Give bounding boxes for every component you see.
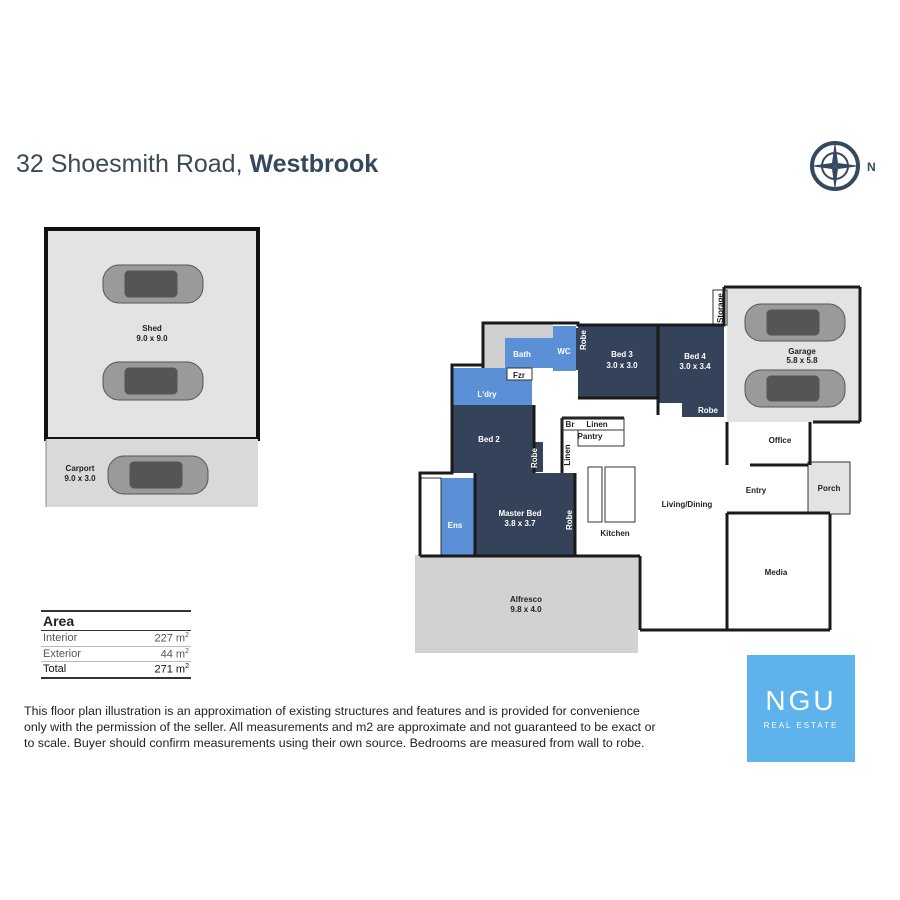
master-bed-label: Master Bed <box>498 509 541 518</box>
fzr-label: Fzr <box>513 371 525 380</box>
wc-room <box>553 326 576 371</box>
media-label: Media <box>765 568 788 577</box>
garage-label: Garage <box>788 347 816 356</box>
car-icon <box>744 369 846 408</box>
ens-label: Ens <box>448 521 463 530</box>
agency-logo: NGU REAL ESTATE <box>747 655 855 762</box>
car-icon <box>744 303 846 342</box>
br-label: Br <box>566 420 575 429</box>
area-row-label: Total <box>43 663 67 676</box>
robe-master <box>562 490 576 555</box>
ens-room <box>441 478 475 556</box>
internal-lines <box>561 417 636 523</box>
robe-bed4 <box>682 403 724 417</box>
compass-north-label: N <box>867 160 876 174</box>
bed2-label: Bed 2 <box>478 435 500 444</box>
bed3-room <box>578 325 658 398</box>
carport-label: Carport <box>66 464 95 473</box>
disclaimer-text: This floor plan illustration is an appro… <box>24 704 656 750</box>
garage-size: 5.8 x 5.8 <box>786 356 818 365</box>
entry-label: Entry <box>746 486 767 495</box>
linen-side-label: Linen <box>563 444 572 465</box>
robe-master-label: Robe <box>565 509 574 530</box>
alfresco-label: Alfresco <box>510 595 542 604</box>
robe-wc <box>576 328 590 370</box>
bed3-label: Bed 3 <box>611 350 633 359</box>
porch-area <box>807 461 851 515</box>
logo-tagline: REAL ESTATE <box>763 721 839 730</box>
robe-wc-label: Robe <box>579 329 588 350</box>
shed-size: 9.0 x 9.0 <box>136 334 168 343</box>
area-row-exterior: Exterior 44 m2 <box>41 647 191 663</box>
bed4-room <box>658 325 724 403</box>
area-row-label: Exterior <box>43 647 81 660</box>
robe-bed4-label: Robe <box>698 406 719 415</box>
robe-bed2-label: Robe <box>530 447 539 468</box>
living-label: Living/Dining <box>662 500 713 509</box>
master-bed-room <box>475 473 575 555</box>
area-row-total: Total 271 m2 <box>41 662 191 679</box>
alfresco-size: 9.8 x 4.0 <box>510 605 542 614</box>
bed4-size: 3.0 x 3.4 <box>679 362 711 371</box>
bath-tile <box>505 338 553 368</box>
address-suburb: Westbrook <box>249 150 379 178</box>
area-row-value: 227 m2 <box>154 632 190 645</box>
car-icon <box>107 455 209 495</box>
bed4-label: Bed 4 <box>684 352 706 361</box>
area-row-interior: Interior 227 m2 <box>41 631 191 647</box>
car-icon <box>102 361 204 401</box>
property-address: 32 Shoesmith Road, Westbrook <box>16 150 378 179</box>
bed2-room <box>452 405 534 473</box>
laundry-label: L'dry <box>477 390 497 399</box>
shed-area <box>44 227 260 441</box>
porch-label: Porch <box>818 484 841 493</box>
pantry-label: Pantry <box>578 432 603 441</box>
fzr-area <box>506 367 533 381</box>
office-label: Office <box>769 436 792 445</box>
area-title: Area <box>41 610 191 631</box>
area-row-value: 44 m2 <box>160 647 189 661</box>
bed3-size: 3.0 x 3.0 <box>606 361 638 370</box>
wc-label: WC <box>557 347 571 356</box>
car-icon <box>102 264 204 304</box>
kitchen-label: Kitchen <box>600 529 629 538</box>
compass-icon: N <box>810 141 876 191</box>
area-row-value: 271 m2 <box>154 663 190 676</box>
shed-label: Shed <box>142 324 162 333</box>
ens-side <box>419 477 442 557</box>
logo-name: NGU <box>765 685 837 716</box>
linen-top-label: Linen <box>586 420 607 429</box>
walls <box>418 285 862 632</box>
address-street: 32 Shoesmith Road, <box>16 150 243 178</box>
bath-label: Bath <box>513 350 531 359</box>
alfresco-area <box>415 555 638 653</box>
storage-label: Storage <box>716 293 725 323</box>
carport-size: 9.0 x 3.0 <box>64 474 96 483</box>
area-row-label: Interior <box>43 632 78 644</box>
area-table: Area Interior 227 m2 Exterior 44 m2 Tota… <box>41 610 191 679</box>
master-bed-size: 3.8 x 3.7 <box>504 519 536 528</box>
